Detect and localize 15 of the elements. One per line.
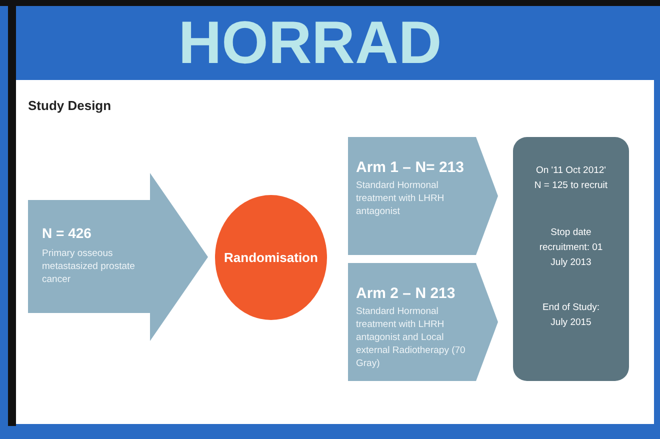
node-description: Standard Hormonal treatment with LHRH antagonist: [356, 179, 446, 218]
node-heading: N = 426: [42, 225, 92, 241]
chevron-shape: [348, 263, 498, 381]
note-text: On '11 Oct 2012' N = 125 to recruit: [533, 164, 609, 193]
rounded-box: [513, 137, 629, 381]
node-description: Standard Hormonal treatment with LHRH antagonist and Local external Radiotherapy (70 Gray): [356, 305, 466, 370]
section-heading: Study Design: [28, 98, 112, 113]
node-label: Randomisation: [224, 250, 318, 265]
title: HORRAD: [177, 8, 443, 78]
node-description: Primary osseous metastasized prostate cancer: [42, 247, 136, 286]
note-text: Stop date recruitment: 01 July 2013: [538, 226, 604, 270]
node-heading: Arm 2 – N 213: [356, 285, 456, 302]
note-text: End of Study: July 2015: [541, 301, 601, 330]
chevron-shape: [348, 137, 498, 255]
node-heading: Arm 1 – N= 213: [356, 159, 465, 176]
